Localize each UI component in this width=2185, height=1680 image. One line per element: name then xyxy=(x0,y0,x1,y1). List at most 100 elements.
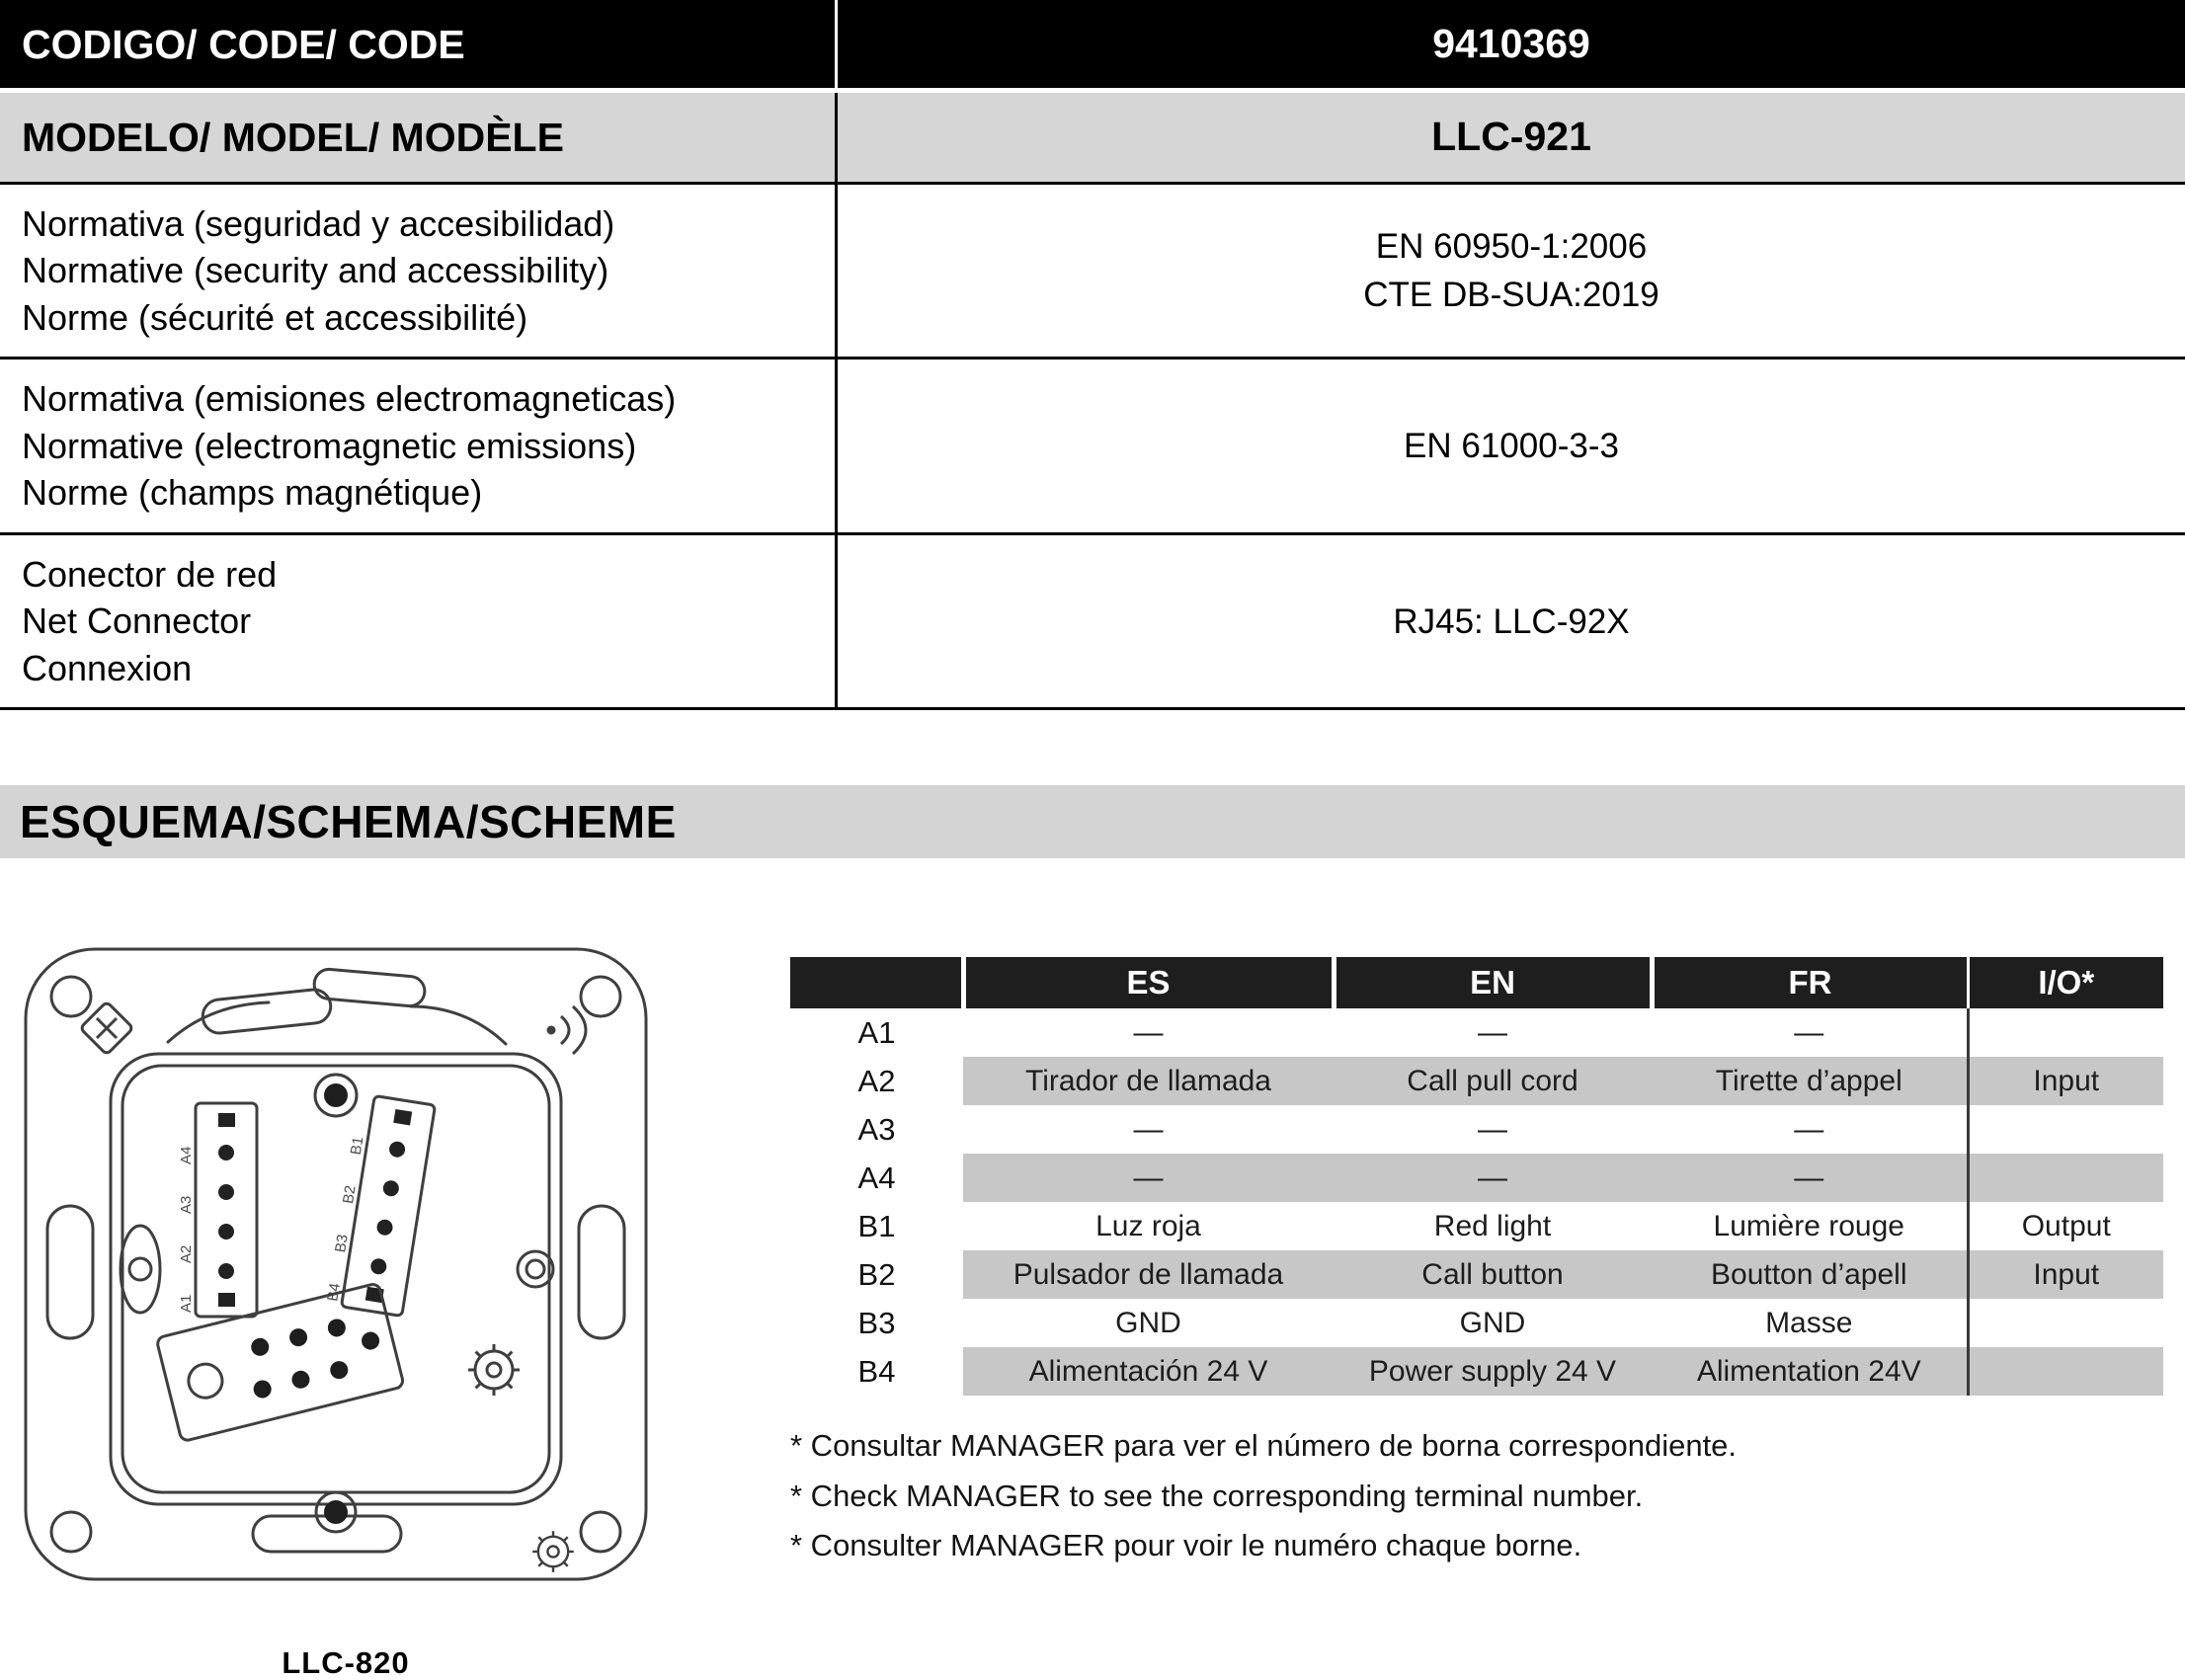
corner-hole-icon xyxy=(49,1510,93,1554)
safety-norms-label-fr: Norme (sécurité et accessibilité) xyxy=(22,296,528,338)
cell-es: — xyxy=(963,1008,1334,1058)
cell-io xyxy=(1966,1347,2163,1397)
connector-value: RJ45: LLC-92X xyxy=(835,534,2185,708)
terminal-label-b1: B1 xyxy=(348,1136,367,1157)
cell-en: Call pull cord xyxy=(1334,1057,1652,1106)
table-row-b1: B1 Luz roja Red light Lumière rouge Outp… xyxy=(790,1202,2163,1251)
sound-icon xyxy=(546,1005,588,1056)
scheme-section-header: ESQUEMA/SCHEMA/SCHEME xyxy=(0,785,2185,859)
inner-frame-outline xyxy=(109,1052,563,1506)
cell-es: Alimentación 24 V xyxy=(963,1347,1334,1397)
cell-es: — xyxy=(963,1105,1334,1155)
spec-row-emc-norms: Normativa (emisiones electromagneticas) … xyxy=(0,360,2185,535)
cell-id: A1 xyxy=(790,1008,963,1058)
terminal-label-a1: A1 xyxy=(178,1295,195,1313)
cell-id: B4 xyxy=(790,1347,963,1397)
terminal-table-header-row: ES EN FR I/O* xyxy=(790,957,2163,1009)
diamond-icon xyxy=(80,1002,133,1055)
safety-norms-value-line1: EN 60950-1:2006 xyxy=(1375,227,1648,267)
connector-label-fr: Connexion xyxy=(22,647,193,688)
code-label: CODIGO/ CODE/ CODE xyxy=(22,21,465,67)
cell-en: Call button xyxy=(1334,1250,1652,1300)
header-blank xyxy=(790,957,963,1009)
cell-id: B3 xyxy=(790,1299,963,1348)
spec-row-code: CODIGO/ CODE/ CODE 9410369 xyxy=(0,0,2185,94)
cell-io: Output xyxy=(1966,1202,2163,1251)
footnote-en: * Check MANAGER to see the corresponding… xyxy=(790,1478,1644,1513)
gear-icon xyxy=(468,1344,520,1397)
screw-top-icon xyxy=(313,1073,359,1118)
emc-norms-label-fr: Norme (champs magnétique) xyxy=(22,472,483,514)
mount-post-left xyxy=(119,1224,162,1315)
device-schematic-wrap: A1 A2 A3 A4 xyxy=(20,943,672,1680)
cell-en: GND xyxy=(1334,1299,1652,1348)
footnote-es: * Consultar MANAGER para ver el número d… xyxy=(790,1428,1738,1464)
safety-norms-value-line2: CTE DB-SUA:2019 xyxy=(1363,276,1659,315)
terminal-contact xyxy=(218,1113,235,1128)
cell-io xyxy=(1966,1105,2163,1155)
connector-label: Conector de red Net Connector Connexion xyxy=(0,535,835,708)
terminal-block-a: A1 A2 A3 A4 xyxy=(178,1101,259,1319)
cell-fr: Tirette d’appel xyxy=(1652,1057,1968,1106)
header-en: EN xyxy=(1331,957,1652,1009)
cell-id: B2 xyxy=(790,1250,963,1300)
cell-fr: Boutton d’apell xyxy=(1652,1250,1968,1300)
cell-io xyxy=(1966,1008,2163,1058)
mount-post-right xyxy=(516,1249,555,1289)
scheme-content: A1 A2 A3 A4 xyxy=(0,943,2185,1680)
table-row-b4: B4 Alimentación 24 V Power supply 24 V A… xyxy=(790,1347,2163,1397)
cell-fr: Alimentation 24V xyxy=(1652,1347,1968,1397)
cell-id: A4 xyxy=(790,1154,963,1203)
device-schematic: A1 A2 A3 A4 xyxy=(24,947,648,1581)
inner-frame-outline xyxy=(121,1064,551,1494)
screw-bottom-icon xyxy=(314,1490,358,1534)
table-row-b2: B2 Pulsador de llamada Call button Boutt… xyxy=(790,1250,2163,1300)
emc-norms-label: Normativa (emisiones electromagneticas) … xyxy=(0,360,835,532)
scheme-section-title: ESQUEMA/SCHEMA/SCHEME xyxy=(20,796,677,848)
code-value: 9410369 xyxy=(835,0,2185,89)
table-row-a2: A2 Tirador de llamada Call pull cord Tir… xyxy=(790,1057,2163,1106)
connector-block xyxy=(156,1283,405,1443)
cell-io xyxy=(1966,1154,2163,1203)
spec-row-connector: Conector de red Net Connector Connexion … xyxy=(0,534,2185,711)
cell-en: Power supply 24 V xyxy=(1334,1347,1652,1397)
connector-label-es: Conector de red xyxy=(22,553,278,595)
cell-en: — xyxy=(1334,1154,1652,1203)
terminal-table-col: ES EN FR I/O* A1 — — — A2 xyxy=(790,957,2163,1570)
cell-id: B1 xyxy=(790,1202,963,1251)
corner-hole-icon xyxy=(49,975,93,1018)
corner-hole-icon xyxy=(579,975,622,1018)
connector-label-en: Net Connector xyxy=(22,600,252,642)
terminal-table: ES EN FR I/O* A1 — — — A2 xyxy=(790,957,2163,1397)
cell-fr: Lumière rouge xyxy=(1652,1202,1968,1251)
spec-row-safety-norms: Normativa (seguridad y accesibilidad) No… xyxy=(0,184,2185,360)
mount-tab-icon xyxy=(251,1514,403,1554)
cell-es: Tirador de llamada xyxy=(963,1057,1334,1106)
cell-io: Input xyxy=(1966,1057,2163,1106)
model-label: MODELO/ MODEL/ MODÈLE xyxy=(22,115,564,161)
terminal-label-a4: A4 xyxy=(178,1147,195,1164)
cell-es: — xyxy=(963,1154,1334,1203)
table-row-a3: A3 — — — xyxy=(790,1105,2163,1155)
cell-en: — xyxy=(1334,1105,1652,1155)
header-io: I/O* xyxy=(1966,957,2163,1009)
cell-en: Red light xyxy=(1334,1202,1652,1251)
diagram-caption: LLC-820 xyxy=(282,1645,410,1680)
side-clip-icon xyxy=(45,1204,95,1340)
table-row-b3: B3 GND GND Masse xyxy=(790,1299,2163,1348)
terminal-block-b: B1 B2 B3 B4 xyxy=(324,1095,437,1318)
header-es: ES xyxy=(960,957,1334,1009)
cell-fr: — xyxy=(1652,1105,1968,1155)
cell-fr: — xyxy=(1652,1008,1968,1058)
cell-en: — xyxy=(1334,1008,1652,1058)
cell-id: A2 xyxy=(790,1057,963,1106)
cell-io: Input xyxy=(1966,1250,2163,1300)
terminal-label-a3: A3 xyxy=(178,1196,195,1214)
safety-norms-label: Normativa (seguridad y accesibilidad) No… xyxy=(0,185,835,358)
cell-fr: — xyxy=(1652,1154,1968,1203)
side-clip-icon xyxy=(577,1204,626,1340)
corner-hole-icon xyxy=(579,1510,622,1554)
safety-norms-label-es: Normativa (seguridad y accesibilidad) xyxy=(22,202,615,244)
mount-tab-icon xyxy=(312,968,427,1008)
terminal-label-a2: A2 xyxy=(178,1245,195,1263)
